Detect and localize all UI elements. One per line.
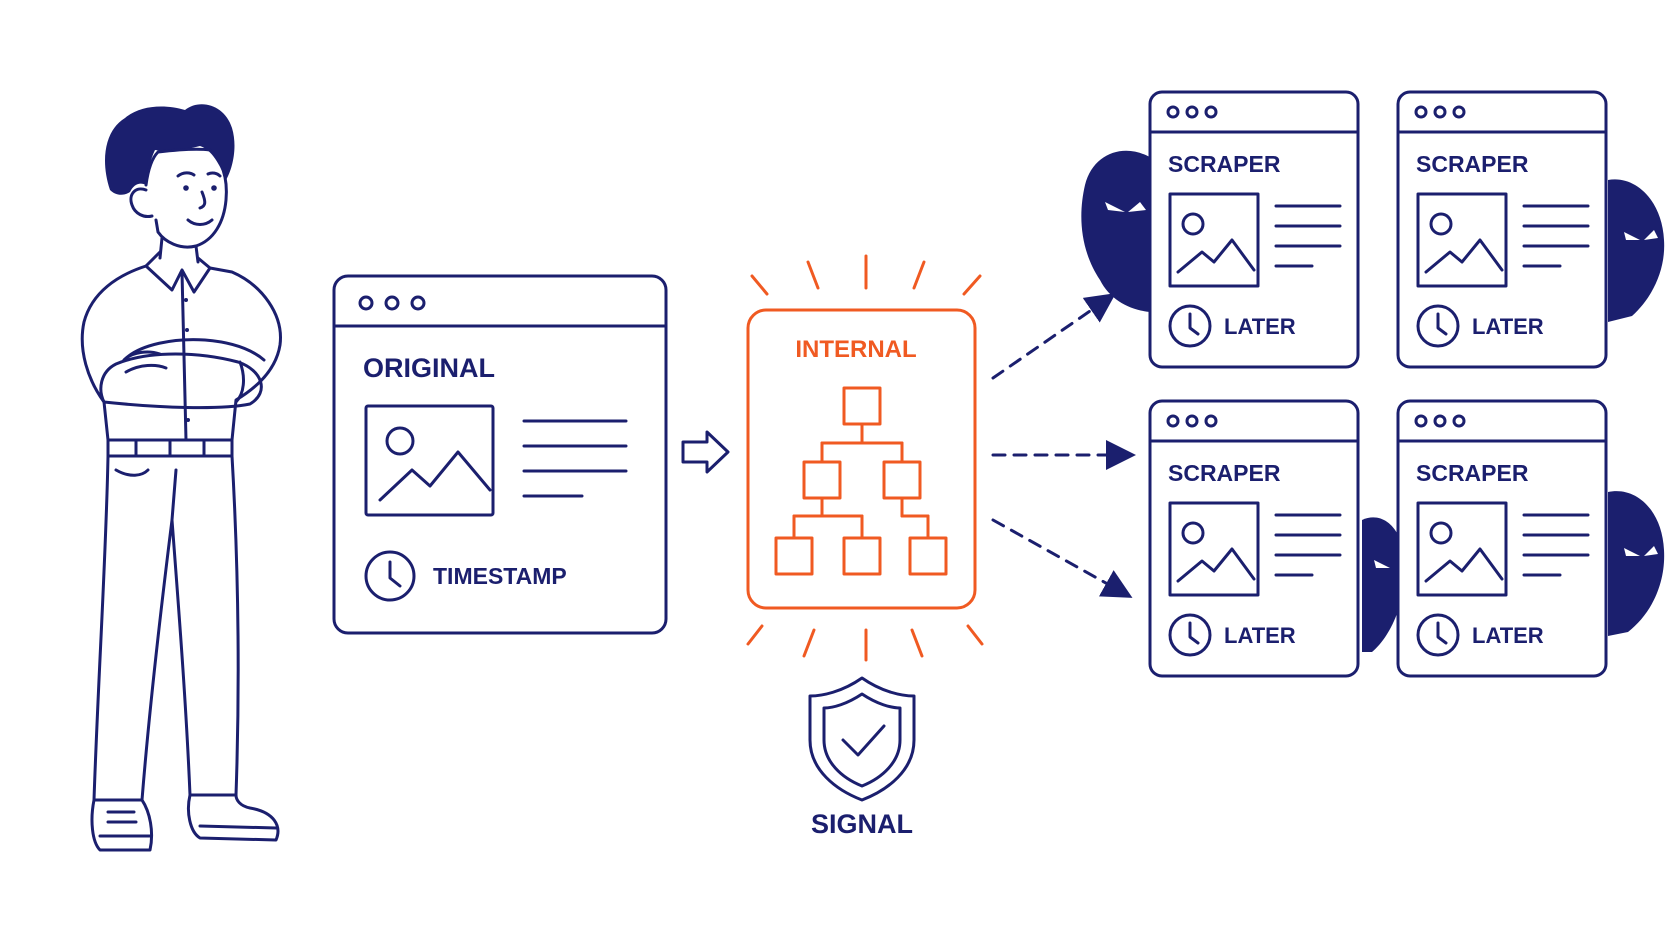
person-nose — [198, 190, 207, 210]
original-title: ORIGINAL — [363, 353, 495, 383]
person-eye — [211, 185, 217, 191]
window-dot — [1166, 105, 1180, 119]
window-dot — [1185, 105, 1199, 119]
person-hand — [122, 350, 168, 374]
dashed-arrow-icon — [991, 518, 1133, 598]
image-icon — [1416, 192, 1508, 288]
scraper-title: SCRAPER — [1416, 460, 1529, 486]
scraper-time-label: LATER — [1224, 623, 1296, 648]
hooded-figures — [1081, 150, 1665, 652]
window-dot — [1414, 414, 1428, 428]
clock-icon — [1168, 613, 1212, 657]
person-shoe-right — [186, 793, 280, 842]
text-lines-icon — [1522, 513, 1590, 577]
window-dot — [1452, 414, 1466, 428]
internal-title: INTERNAL — [795, 336, 916, 363]
scraper-time-label: LATER — [1224, 314, 1296, 339]
scraper-time-label: LATER — [1472, 314, 1544, 339]
person-belt — [106, 438, 234, 458]
person-arm-left — [99, 352, 263, 410]
hooded-figure-icon — [1608, 179, 1665, 322]
clock-icon — [1416, 304, 1460, 348]
window-dot — [358, 295, 374, 311]
hooded-figure-icon — [1362, 517, 1406, 652]
hooded-figure-icon — [1608, 491, 1665, 636]
hollow-arrow-icon — [681, 430, 730, 474]
person-mouth — [186, 218, 214, 226]
person-illustration — [80, 104, 282, 852]
person-eyebrow — [206, 171, 222, 178]
scraper-window: SCRAPER LATER — [1148, 90, 1360, 369]
person-shirt-placket — [180, 270, 188, 442]
window-dot — [384, 295, 400, 311]
scraper-window: SCRAPER LATER — [1396, 399, 1608, 678]
window-dot — [1204, 105, 1218, 119]
text-lines-icon — [1274, 204, 1342, 268]
dashed-arrow-icon — [991, 293, 1116, 380]
internal-box-frame — [746, 308, 977, 610]
person-pants-seam — [170, 468, 178, 522]
scraper-window: SCRAPER LATER — [1396, 90, 1608, 369]
window-dot — [1204, 414, 1218, 428]
person-eyebrow — [176, 171, 196, 178]
window-dot — [410, 295, 426, 311]
scraper-window: SCRAPER LATER — [1148, 399, 1360, 678]
hooded-figure-icon — [1081, 150, 1165, 312]
shield-check-icon — [808, 676, 916, 802]
original-window-frame — [332, 274, 668, 635]
person-collar — [144, 250, 212, 294]
window-dot — [1452, 105, 1466, 119]
tree-diagram-icon — [774, 386, 948, 576]
person-face — [144, 147, 228, 249]
scraper-title: SCRAPER — [1416, 151, 1529, 177]
original-timestamp-label: TIMESTAMP — [433, 563, 567, 589]
window-dot — [1185, 414, 1199, 428]
image-icon — [1168, 501, 1260, 597]
scraper-title: SCRAPER — [1168, 151, 1281, 177]
person-ear — [129, 187, 154, 218]
person-arm-right — [122, 338, 266, 404]
clock-icon — [364, 550, 416, 602]
internal-box: INTERNAL — [746, 254, 984, 662]
image-icon — [364, 404, 495, 517]
person-pants — [92, 454, 240, 802]
person-eye — [183, 185, 189, 191]
shirt-button — [185, 328, 189, 332]
window-dot — [1433, 105, 1447, 119]
window-dot — [1414, 105, 1428, 119]
scraper-time-label: LATER — [1472, 623, 1544, 648]
clock-icon — [1168, 304, 1212, 348]
signal-label: SIGNAL — [811, 809, 913, 839]
text-lines-icon — [1274, 513, 1342, 577]
text-lines-icon — [522, 419, 628, 498]
image-icon — [1416, 501, 1508, 597]
glow-rays — [746, 254, 984, 662]
text-lines-icon — [1522, 204, 1590, 268]
scraper-title: SCRAPER — [1168, 460, 1281, 486]
window-dot — [1433, 414, 1447, 428]
shirt-button — [186, 418, 190, 422]
person-pants-pocket — [114, 468, 150, 477]
person-shoe-left — [90, 798, 154, 852]
dashed-arrows — [991, 293, 1136, 598]
window-dot — [1166, 414, 1180, 428]
image-icon — [1168, 192, 1260, 288]
original-window: ORIGINAL TIMESTAMP — [332, 274, 668, 635]
shirt-button — [184, 298, 188, 302]
clock-icon — [1416, 613, 1460, 657]
